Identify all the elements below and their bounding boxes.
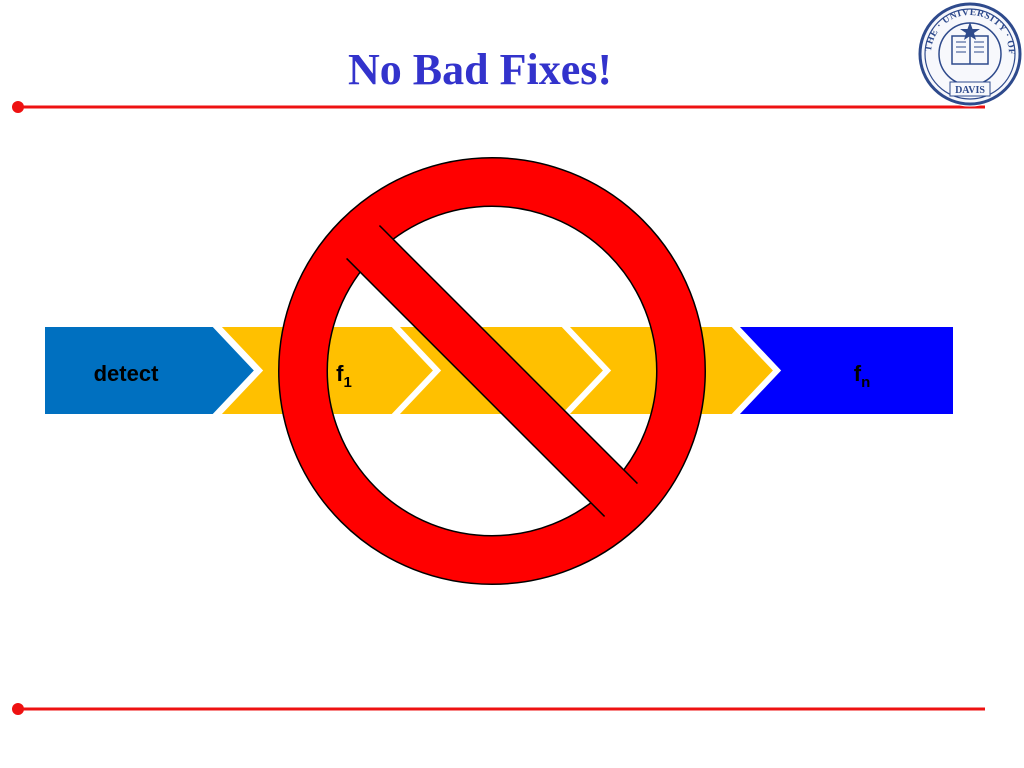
bottom-rule-bullet	[12, 703, 24, 715]
top-rule-bullet	[12, 101, 24, 113]
pipeline-step-1-label: detect	[94, 361, 159, 386]
top-rule	[12, 101, 985, 113]
pipeline-step-1-detect	[39, 321, 263, 420]
slide-title: No Bad Fixes!	[348, 45, 612, 94]
pipeline-step-5-label: fn	[854, 361, 871, 391]
bottom-rule	[12, 703, 985, 715]
pipeline-step-2-label: f1	[336, 361, 352, 391]
prohibition-icon	[278, 157, 706, 585]
uc-davis-seal-icon: THE · UNIVERSITY · OF · CALIFORNIA DAVIS	[0, 0, 1023, 107]
seal-ring-text: THE · UNIVERSITY · OF · CALIFORNIA	[0, 0, 1016, 55]
seal-campus-text: DAVIS	[955, 85, 985, 96]
